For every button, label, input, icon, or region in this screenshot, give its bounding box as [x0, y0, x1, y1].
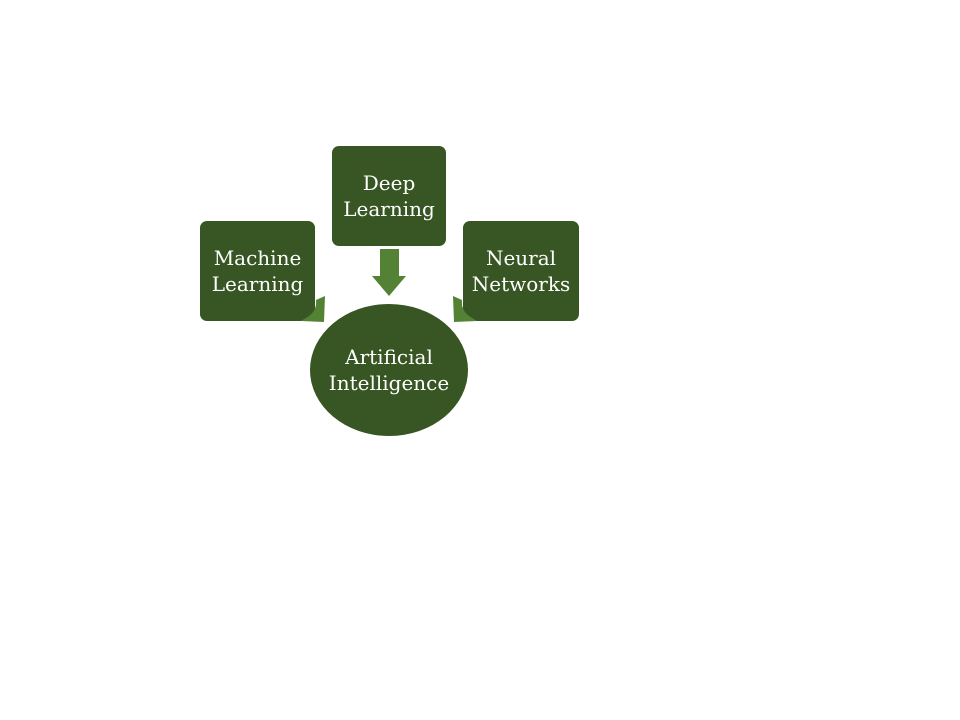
machine-learning-node: Machine Learning [200, 221, 315, 321]
neural-networks-node: Neural Networks [463, 221, 579, 321]
deep-learning-node: Deep Learning [332, 146, 446, 246]
artificial-intelligence-node: Artificial Intelligence [308, 302, 470, 438]
arrow-deep-to-ai [372, 249, 406, 296]
